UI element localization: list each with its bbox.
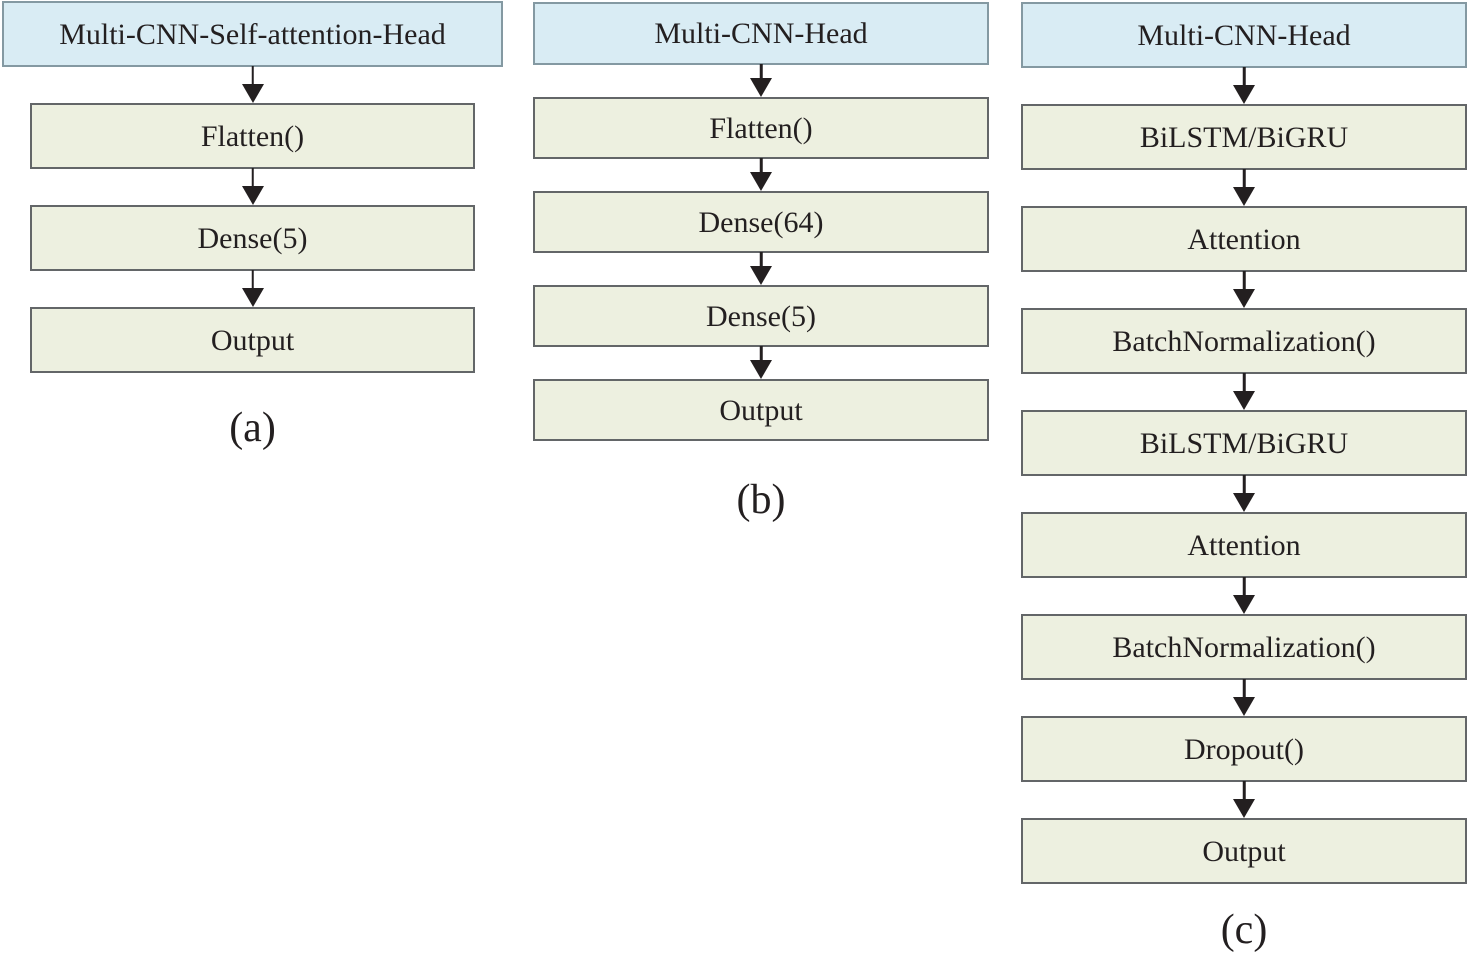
box-dense-64: Dense(64) (533, 191, 989, 253)
box-flatten: Flatten() (30, 103, 475, 169)
arrow-down-icon (749, 158, 773, 191)
arrow-down-icon (241, 66, 265, 103)
box-batchnormalization-1: BatchNormalization() (1021, 308, 1467, 374)
arrow-down-icon (1232, 475, 1256, 512)
caption-b: (b) (736, 477, 786, 523)
box-output: Output (30, 307, 475, 373)
box-attention-1: Attention (1021, 206, 1467, 272)
arrow-down-icon (1232, 169, 1256, 206)
box-multi-cnn-head: Multi-CNN-Head (533, 2, 989, 65)
box-batchnormalization-2: BatchNormalization() (1021, 614, 1467, 680)
box-multi-cnn-self-attention-head: Multi-CNN-Self-attention-Head (2, 1, 503, 67)
arrow-down-icon (749, 252, 773, 285)
arrow-down-icon (1232, 679, 1256, 716)
box-dense-5: Dense(5) (533, 285, 989, 347)
box-flatten: Flatten() (533, 97, 989, 159)
arrow-down-icon (749, 346, 773, 379)
box-multi-cnn-head: Multi-CNN-Head (1021, 2, 1467, 68)
caption-a: (a) (229, 405, 276, 451)
box-output: Output (1021, 818, 1467, 884)
arrow-down-icon (241, 168, 265, 205)
box-dropout: Dropout() (1021, 716, 1467, 782)
box-bilstm-bigru-2: BiLSTM/BiGRU (1021, 410, 1467, 476)
arrow-down-icon (241, 270, 265, 307)
box-bilstm-bigru-1: BiLSTM/BiGRU (1021, 104, 1467, 170)
flowchart-a: Multi-CNN-Self-attention-Head Flatten() … (2, 1, 503, 449)
flowchart-c: Multi-CNN-Head BiLSTM/BiGRU Attention Ba… (1021, 2, 1467, 951)
arrow-down-icon (1232, 67, 1256, 104)
flowchart-b: Multi-CNN-Head Flatten() Dense(64) Dense… (533, 2, 989, 521)
box-attention-2: Attention (1021, 512, 1467, 578)
arrow-down-icon (1232, 781, 1256, 818)
arrow-down-icon (1232, 577, 1256, 614)
box-output: Output (533, 379, 989, 441)
arrow-down-icon (1232, 373, 1256, 410)
arrow-down-icon (749, 64, 773, 97)
caption-c: (c) (1220, 907, 1268, 953)
arrow-down-icon (1232, 271, 1256, 308)
box-dense-5: Dense(5) (30, 205, 475, 271)
